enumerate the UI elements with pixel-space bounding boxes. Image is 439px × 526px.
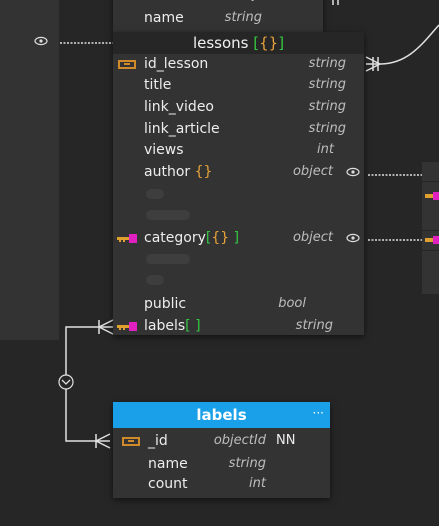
lessons-collection[interactable]: lessons [{}] id_lesson string title stri… bbox=[113, 32, 364, 335]
field-row[interactable]: views int bbox=[113, 140, 364, 160]
field-row[interactable]: count int bbox=[113, 474, 330, 494]
field-name: views bbox=[144, 142, 184, 158]
field-name: name bbox=[144, 10, 184, 26]
collection-title: lessons bbox=[192, 34, 249, 52]
lessons-header[interactable]: lessons [{}] bbox=[113, 32, 364, 54]
field-type: string bbox=[224, 10, 262, 25]
field-row[interactable]: _id objectId NN bbox=[113, 431, 330, 451]
field-type: objectId bbox=[213, 433, 266, 448]
array-bracket: [ ] bbox=[185, 318, 201, 334]
eye-icon[interactable] bbox=[346, 167, 360, 177]
field-name: link_video bbox=[144, 99, 214, 115]
curve-link-right bbox=[366, 24, 439, 65]
field-type: string bbox=[308, 99, 346, 114]
foreign-key-icon bbox=[117, 322, 137, 331]
collapsed-placeholder bbox=[146, 275, 164, 285]
object-brace: {} bbox=[194, 164, 213, 180]
left-collection-panel[interactable] bbox=[0, 0, 59, 340]
field-type: object bbox=[292, 230, 333, 245]
field-name: link_article bbox=[144, 121, 220, 137]
field-row[interactable]: labels[ ] string bbox=[113, 316, 364, 336]
field-row[interactable]: public bool bbox=[113, 294, 364, 314]
field-row[interactable]: name string bbox=[113, 454, 330, 474]
field-name: public bbox=[144, 296, 187, 312]
field-type: string bbox=[308, 56, 346, 71]
field-row[interactable]: link_article string bbox=[113, 119, 364, 139]
collapsed-placeholder bbox=[146, 254, 190, 264]
title-brace-bracket: [{}] bbox=[253, 34, 285, 52]
field-row[interactable]: category[{} ] object bbox=[113, 228, 364, 248]
foreign-key-icon bbox=[425, 192, 439, 200]
right-collection-panel[interactable] bbox=[422, 162, 439, 294]
field-row[interactable]: author {} object bbox=[113, 162, 364, 182]
collapsed-placeholder bbox=[146, 189, 164, 199]
field-name: category[{} ] bbox=[144, 230, 240, 246]
top-collection-panel[interactable]: id objectId name string bbox=[113, 0, 323, 32]
more-options-icon[interactable]: ··· bbox=[312, 406, 324, 420]
field-name: author {} bbox=[144, 164, 213, 180]
field-type: int bbox=[249, 476, 266, 491]
field-name: _id bbox=[148, 433, 168, 449]
field-type: int bbox=[317, 142, 334, 157]
field-row[interactable]: title string bbox=[113, 75, 364, 95]
eye-icon[interactable] bbox=[346, 233, 360, 243]
field-name: id_lesson bbox=[144, 56, 209, 72]
field-row[interactable]: link_video string bbox=[113, 97, 364, 117]
collapsed-placeholder bbox=[146, 210, 190, 220]
field-name: id bbox=[144, 0, 157, 5]
primary-key-icon bbox=[118, 60, 136, 69]
field-type: string bbox=[228, 456, 266, 471]
eye-icon[interactable] bbox=[34, 36, 48, 46]
foreign-key-icon bbox=[425, 236, 439, 244]
collection-title: labels bbox=[196, 406, 247, 424]
field-name: name bbox=[148, 456, 188, 472]
field-row[interactable]: id_lesson string bbox=[113, 54, 364, 74]
collapse-toggle-icon bbox=[58, 374, 74, 390]
field-type: string bbox=[308, 77, 346, 92]
field-name: title bbox=[144, 77, 172, 93]
field-type: object bbox=[292, 164, 333, 179]
foreign-key-icon bbox=[117, 234, 137, 243]
labels-collection[interactable]: labels ··· _id objectId NN name string c… bbox=[113, 402, 330, 498]
field-type: objectId bbox=[237, 0, 289, 5]
field-name: count bbox=[148, 476, 188, 492]
labels-header[interactable]: labels ··· bbox=[113, 402, 330, 428]
field-name: labels[ ] bbox=[144, 318, 201, 334]
field-type: string bbox=[295, 318, 333, 333]
field-constraint: NN bbox=[276, 433, 296, 448]
field-type: string bbox=[308, 121, 346, 136]
field-type: bool bbox=[278, 296, 306, 311]
primary-key-icon bbox=[122, 437, 140, 446]
